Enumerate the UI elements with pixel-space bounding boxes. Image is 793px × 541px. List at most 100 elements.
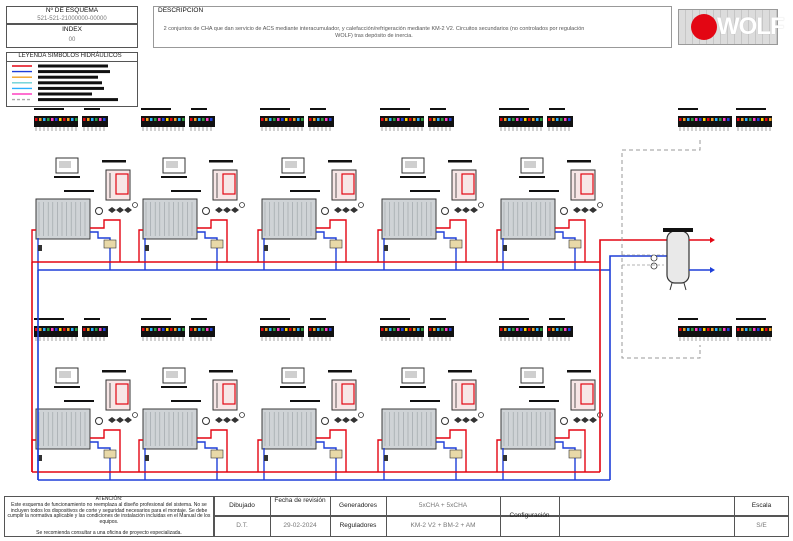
unit-9-terminal-strip-terminal (429, 328, 432, 331)
unit-7-terminal-strip-body (189, 326, 215, 337)
drawn-label: Dibujado (229, 502, 255, 509)
unit-3-terminal-strip-body (308, 116, 334, 127)
unit-5-terminal-strip-terminal (516, 118, 519, 121)
unit-8-module-label (328, 370, 352, 373)
cascade-top-strip-terminal (741, 118, 744, 121)
unit-9-expansion-vessel (478, 412, 484, 418)
unit-3-terminal-strip-terminal (329, 118, 332, 121)
unit-1-terminal-strip-terminal (43, 118, 46, 121)
cascade-bottom-strip-terminal (741, 328, 744, 331)
unit-10-strip-tag (549, 318, 565, 320)
cascade-top-strip-terminal (703, 118, 706, 121)
cascade-bottom-strip-terminal (769, 328, 772, 331)
buffer-sensor (650, 262, 658, 270)
unit-4-terminal-strip-terminal (409, 118, 412, 121)
unit-5-heat-pump (500, 198, 556, 240)
unit-1-controller-label (54, 176, 80, 178)
unit-3-heat-pump (261, 198, 317, 240)
unit-9-terminal-strip-terminal (409, 328, 412, 331)
unit-10-terminal-strip-terminal (508, 328, 511, 331)
cascade-top-tag (678, 108, 698, 110)
unit-1-module-label (102, 160, 126, 163)
unit-8-expansion-vessel (358, 412, 364, 418)
unit-6-strip-tag (84, 318, 100, 320)
unit-5-pipe-left (496, 229, 501, 262)
unit-6-terminal-strip-terminal (35, 328, 38, 331)
divider-5 (559, 496, 560, 537)
unit-4-terminal-strip-terminal (385, 118, 388, 121)
unit-5-strip-tag (499, 108, 529, 110)
main-supply-riser (599, 239, 668, 472)
unit-2-pipe-left (138, 229, 143, 262)
unit-1-terminal-strip-terminal (83, 118, 86, 121)
revision-label: Fecha de revisión (274, 497, 326, 504)
unit-6-supply-pipe (90, 429, 121, 472)
unit-8-supply-pipe (316, 429, 347, 472)
cascade-top-strip-terminal (745, 118, 748, 121)
unit-4-terminal-strip-terminal (381, 118, 384, 121)
unit-7-expansion-vessel (239, 412, 245, 418)
wolf-logo: WOLF (678, 9, 785, 45)
unit-10-terminal-strip-terminal (548, 328, 551, 331)
unit-5-valve (573, 207, 581, 213)
cascade-bottom-strip-terminal (687, 328, 690, 331)
unit-8-terminal-strip-terminal (325, 328, 328, 331)
unit-10-valve (589, 417, 597, 423)
unit-2-controller-screen (166, 161, 178, 168)
unit-4-module-coil (461, 173, 475, 195)
unit-7-pump (202, 417, 210, 425)
unit-4-valve (454, 207, 462, 213)
unit-9-terminal-strip-terminal (421, 328, 424, 331)
unit-7-module-label (209, 370, 233, 373)
unit-8-strip-tag (310, 318, 326, 320)
unit-8-pipe-left (257, 439, 262, 472)
unit-7-supply-pipe (197, 429, 228, 472)
unit-5-valve (589, 207, 597, 213)
unit-5-terminal-strip-terminal (556, 118, 559, 121)
unit-9-terminal-strip-terminal (381, 328, 384, 331)
unit-2-terminal-strip-terminal (166, 118, 169, 121)
unit-4-terminal-strip-terminal (413, 118, 416, 121)
unit-9-drain (384, 455, 388, 461)
unit-9-terminal-strip-terminal (401, 328, 404, 331)
unit-6-controller-label (54, 386, 80, 388)
cascade-top-strip-terminal (769, 118, 772, 121)
logo-text: WOLF (717, 13, 785, 40)
unit-5-terminal-strip-terminal (560, 118, 563, 121)
cascade-bottom-tag (678, 318, 698, 320)
unit-7-heat-pump (142, 408, 198, 450)
secondary-return-arrow (710, 267, 715, 273)
unit-7-controller-screen (166, 371, 178, 378)
divider-1 (270, 496, 271, 537)
cascade-top-strip-body (736, 116, 772, 127)
buffer-sensor (650, 254, 658, 262)
unit-10-terminal-strip-terminal (504, 328, 507, 331)
unit-6-valve (116, 417, 124, 423)
cascade-bottom-strip-terminal (683, 328, 686, 331)
unit-10-heat-pump (500, 408, 556, 450)
unit-10-terminal-strip-terminal (564, 328, 567, 331)
unit-3-terminal-strip-terminal (281, 118, 284, 121)
divider-6 (734, 496, 735, 537)
unit-1-return-pipe (90, 231, 111, 270)
unit-10-valve (573, 417, 581, 423)
unit-8-terminal-strip-terminal (317, 328, 320, 331)
unit-10-module-coil (580, 383, 594, 405)
unit-4-terminal-strip-terminal (397, 118, 400, 121)
buffer-tank (666, 230, 690, 284)
unit-6-controller-screen (59, 371, 71, 378)
unit-6-terminal-strip-terminal (83, 328, 86, 331)
unit-7-terminal-strip-terminal (174, 328, 177, 331)
unit-8-terminal-strip-terminal (329, 328, 332, 331)
unit-1-terminal-strip-terminal (75, 118, 78, 121)
unit-5-terminal-strip-terminal (512, 118, 515, 121)
unit-9-pipe-left (377, 439, 382, 472)
unit-7-terminal-strip-terminal (178, 328, 181, 331)
unit-6-terminal-strip-terminal (91, 328, 94, 331)
unit-10-terminal-strip-terminal (528, 328, 531, 331)
unit-7-terminal-strip-terminal (206, 328, 209, 331)
unit-9-terminal-strip-terminal (397, 328, 400, 331)
unit-7-terminal-strip-body (141, 326, 185, 337)
unit-5-terminal-strip-terminal (524, 118, 527, 121)
